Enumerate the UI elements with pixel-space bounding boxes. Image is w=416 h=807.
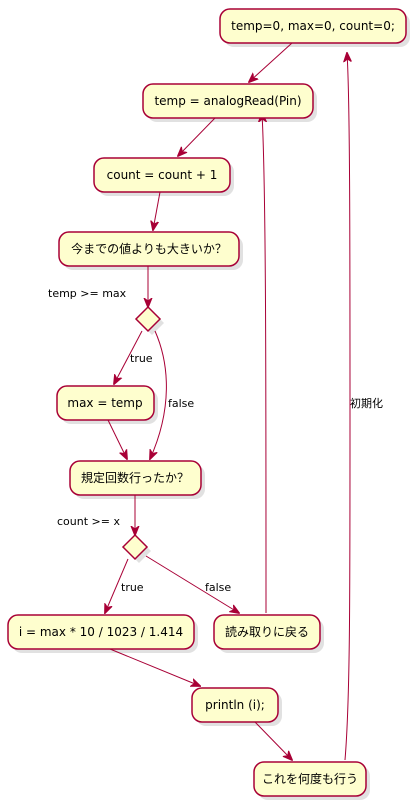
node-read: temp = analogRead(Pin) <box>142 83 314 119</box>
node-println-label: println (i); <box>205 698 265 712</box>
edge-repeat-init <box>345 53 350 761</box>
edge-decision2-false <box>145 555 239 613</box>
node-question1: 今までの値よりも大きいか？ <box>58 231 240 267</box>
label-cond2: count >= x <box>57 515 120 528</box>
node-repeat-label: これを何度も行う <box>262 771 358 786</box>
edge-max-q2 <box>107 419 127 459</box>
edge-init-read <box>249 42 293 82</box>
node-init: temp=0, max=0, count=0; <box>219 8 407 44</box>
decision-2 <box>121 533 149 561</box>
node-question1-label: 今までの値よりも大きいか？ <box>71 241 227 256</box>
node-back-to-read-label: 読み取りに戻る <box>225 624 309 639</box>
decision-1 <box>134 305 162 333</box>
node-back-to-read: 読み取りに戻る <box>213 614 321 650</box>
edge-decision2-true <box>105 558 129 613</box>
node-read-label: temp = analogRead(Pin) <box>154 94 301 108</box>
label-cond2-true: true <box>121 581 144 594</box>
node-assign-max-label: max = temp <box>67 396 142 410</box>
label-cond2-false: false <box>205 581 231 594</box>
edge-count-q1 <box>153 191 161 230</box>
label-cond1-false: false <box>168 397 194 410</box>
edge-decision1-true <box>114 330 143 384</box>
edges <box>105 42 350 761</box>
label-cond1: temp >= max <box>48 287 127 300</box>
node-compute-i-label: i = max * 10 / 1023 / 1.414 <box>19 625 183 639</box>
node-println: println (i); <box>191 687 279 723</box>
node-question2: 規定回数行ったか？ <box>69 460 202 496</box>
edge-println-repeat <box>254 721 292 760</box>
edge-decision1-false <box>150 330 167 459</box>
node-count-label: count = count + 1 <box>107 168 218 182</box>
node-question2-label: 規定回数行ったか？ <box>81 470 189 485</box>
edge-read-count <box>178 117 216 156</box>
node-repeat: これを何度も行う <box>253 761 367 797</box>
edge-back-to-read <box>262 113 266 614</box>
node-compute-i: i = max * 10 / 1023 / 1.414 <box>7 614 195 650</box>
node-count: count = count + 1 <box>93 157 231 193</box>
node-init-label: temp=0, max=0, count=0; <box>231 19 395 33</box>
label-cond1-true: true <box>130 352 153 365</box>
edge-compute-println <box>109 648 200 686</box>
edge-labels: temp >= max true false count >= x true f… <box>48 287 383 594</box>
label-loop-back: 初期化 <box>350 396 383 410</box>
node-assign-max: max = temp <box>56 385 155 421</box>
